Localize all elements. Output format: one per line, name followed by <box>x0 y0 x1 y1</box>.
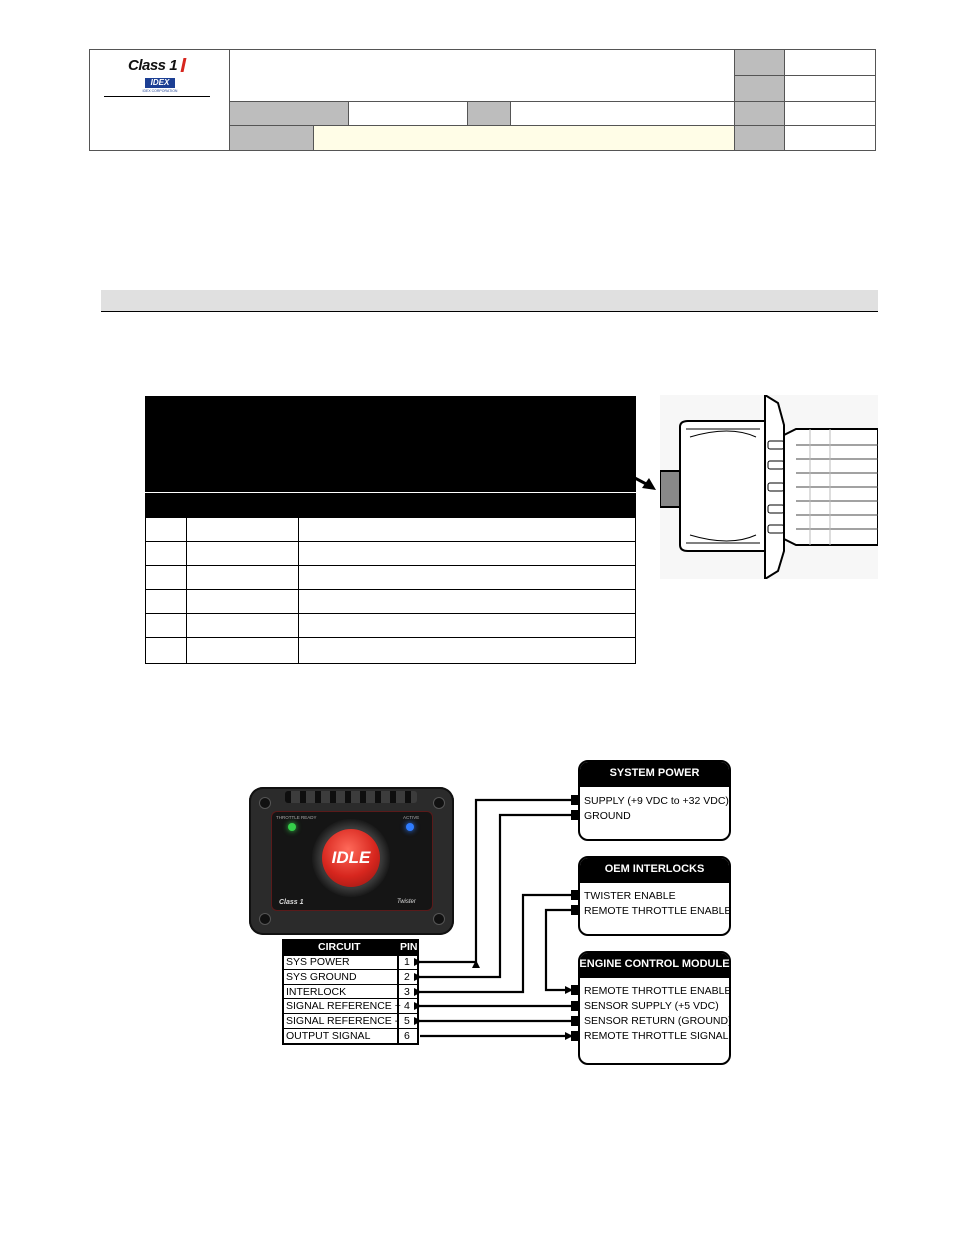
pin-number: 3 <box>404 985 410 998</box>
terminal-block <box>571 1031 579 1041</box>
ecm-line: REMOTE THROTTLE ENABLE <box>584 985 732 997</box>
engine-control-module-title: ENGINE CONTROL MODULE <box>579 958 730 970</box>
pin-number: 2 <box>404 970 410 983</box>
terminal-block <box>571 985 579 995</box>
mount-hole <box>259 797 271 809</box>
pointer-arrow-icon <box>611 464 656 490</box>
pin-number: 4 <box>404 1000 410 1013</box>
logo-divider <box>104 96 210 97</box>
pin-circuit-name: SYS POWER <box>286 956 350 968</box>
table-col-divider <box>298 518 299 664</box>
mount-hole <box>433 913 445 925</box>
oem-interlocks-line: REMOTE THROTTLE ENABLE <box>584 905 732 917</box>
ecm-line: SENSOR RETURN (GROUND) <box>584 1015 732 1027</box>
ecm-line: SENSOR SUPPLY (+5 VDC) <box>584 1000 719 1012</box>
idex-caption: IDEX CORPORATION <box>142 89 178 93</box>
connector-drawing <box>660 395 878 579</box>
table-row <box>145 566 636 590</box>
idex-logo: IDEX <box>145 78 175 88</box>
pin-circuit-name: INTERLOCK <box>286 985 347 998</box>
ecm-line: REMOTE THROTTLE SIGNAL <box>584 1030 729 1042</box>
pin-table-row: SIGNAL REFERENCE - 5 <box>282 1014 419 1029</box>
panel-brand-left: Class 1 <box>279 899 304 906</box>
pin-circuit-name: SIGNAL REFERENCE + <box>286 1000 401 1013</box>
logo-cell: Class 1 IDEX IDEX CORPORATION <box>89 49 230 151</box>
oem-interlocks-box <box>578 856 731 936</box>
label-cell-6 <box>229 125 314 151</box>
wire-sys-power <box>472 798 571 968</box>
pin-table-row: SIGNAL REFERENCE +4 <box>282 999 419 1015</box>
terminal-block <box>571 810 579 820</box>
system-power-box <box>578 760 731 841</box>
terminal-block <box>571 1001 579 1011</box>
system-power-title: SYSTEM POWER <box>609 767 700 779</box>
table-row <box>145 518 636 542</box>
pin-table-row: OUTPUT SIGNAL 6 <box>282 1029 419 1044</box>
pin-circuit-name: SYS GROUND <box>286 970 357 983</box>
label-cell-3 <box>229 101 349 126</box>
table-body <box>145 518 636 664</box>
throttle-ready-led <box>288 823 296 831</box>
pin-circuit-name: SIGNAL REFERENCE - <box>286 1015 399 1028</box>
system-power-line: SUPPLY (+9 VDC to +32 VDC) <box>584 795 729 807</box>
table-header-row <box>145 492 636 518</box>
active-led <box>406 823 414 831</box>
top-ribs <box>285 791 417 803</box>
idle-button-label: IDLE <box>331 848 371 867</box>
terminal-block <box>571 890 579 900</box>
pin-table-header-pin: PIN <box>400 941 418 953</box>
active-label: ACTIVE <box>403 815 420 820</box>
mount-hole <box>433 797 445 809</box>
pin-number: 1 <box>404 956 410 968</box>
label-cell-7 <box>734 125 785 151</box>
idle-button[interactable]: IDLE <box>322 829 380 887</box>
table-row <box>145 614 636 638</box>
section-heading-bar <box>101 290 878 312</box>
table-col-divider <box>186 518 187 664</box>
system-power-line: GROUND <box>584 810 631 822</box>
value-cell-7 <box>784 125 876 151</box>
value-cell-6 <box>313 125 735 151</box>
pin-circuit-name: OUTPUT SIGNAL <box>286 1030 371 1042</box>
pin-number: 5 <box>404 1015 410 1028</box>
terminal-block <box>571 1016 579 1026</box>
pin-number: 6 <box>404 1030 410 1042</box>
table-row <box>145 542 636 566</box>
pin-table-divider <box>397 954 399 1045</box>
table-title-block <box>145 396 636 492</box>
wire-sys-ground <box>414 813 571 981</box>
pin-table-header-circuit: CIRCUIT <box>318 941 361 953</box>
terminal-block <box>571 795 579 805</box>
wire-remote-enable <box>544 908 573 994</box>
table-row <box>145 590 636 614</box>
pin-table-row: INTERLOCK 3 <box>282 985 419 1000</box>
class1-logo: Class 1 <box>128 57 192 74</box>
label-cell-2 <box>734 75 785 102</box>
twister-controller-panel: THROTTLE READY ACTIVE IDLE Class 1 Twist… <box>249 787 454 935</box>
oem-interlocks-title: OEM INTERLOCKS <box>604 863 705 875</box>
mount-hole <box>259 913 271 925</box>
pin-table-row: SYS GROUND 2 <box>282 970 419 985</box>
throttle-ready-label: THROTTLE READY <box>276 815 317 820</box>
pin-table-body <box>282 954 419 1045</box>
pin-table-row: SYS POWER 1 <box>282 955 419 970</box>
wire-interlock <box>414 893 571 996</box>
oem-interlocks-line: TWISTER ENABLE <box>584 890 676 902</box>
label-cell-1 <box>734 49 785 76</box>
panel-brand-right: Twister <box>397 899 416 905</box>
terminal-block <box>571 905 579 915</box>
